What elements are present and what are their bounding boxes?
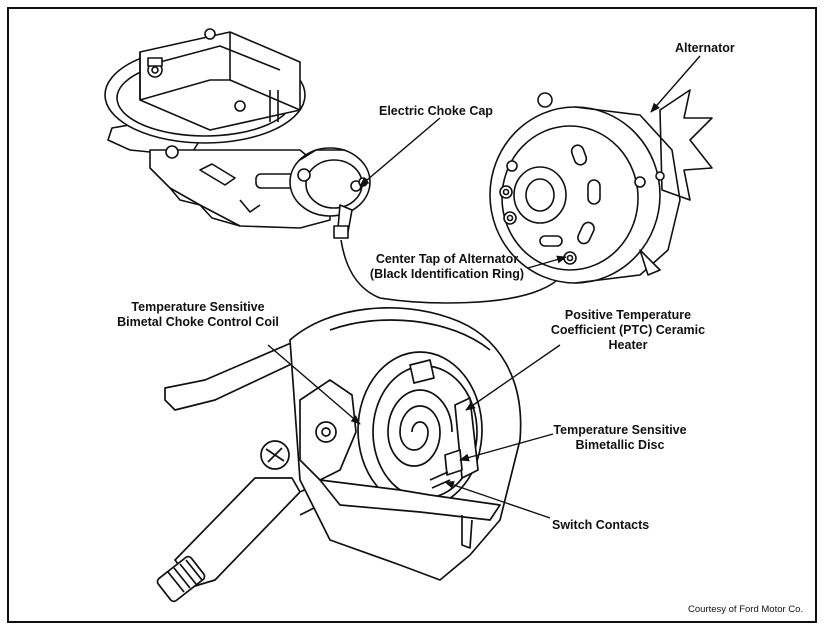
leader-switch-contacts	[444, 481, 551, 519]
label-bimetal-coil: Temperature Sensitive Bimetal Choke Cont…	[108, 300, 288, 330]
label-ptc-heater-line3: Heater	[608, 338, 648, 352]
label-center-tap-line1: Center Tap of Alternator	[375, 252, 519, 266]
label-bimetallic-disc: Temperature Sensitive Bimetallic Disc	[540, 423, 700, 453]
carburetor-illustration	[104, 28, 371, 239]
center-tap-terminal	[563, 251, 577, 265]
label-center-tap-line2: (Black Identification Ring)	[369, 267, 525, 281]
label-switch-contacts: Switch Contacts	[552, 518, 650, 532]
label-alternator: Alternator	[675, 41, 735, 55]
label-ptc-heater-line1: Positive Temperature	[564, 308, 692, 322]
diagram-frame	[7, 7, 817, 623]
label-ptc-heater: Positive Temperature Coefficient (PTC) C…	[538, 308, 718, 353]
label-electric-choke-cap: Electric Choke Cap	[379, 104, 493, 118]
choke-cutaway-illustration	[156, 306, 522, 603]
bimetal-coil	[387, 389, 453, 467]
label-center-tap: Center Tap of Alternator (Black Identifi…	[362, 252, 532, 282]
leader-bimetallic-disc	[459, 433, 554, 462]
leader-lines	[267, 55, 701, 519]
label-ptc-heater-line2: Coefficient (PTC) Ceramic	[550, 323, 706, 337]
leader-center-tap	[527, 255, 567, 269]
label-bimetallic-disc-line2: Bimetallic Disc	[575, 438, 665, 452]
label-bimetal-coil-line1: Temperature Sensitive	[131, 300, 265, 314]
leader-bimetal-coil	[267, 344, 361, 425]
bimetallic-disc	[444, 449, 463, 476]
leader-alternator	[650, 55, 701, 113]
leader-ptc-heater	[465, 344, 561, 411]
label-bimetallic-disc-line1: Temperature Sensitive	[553, 423, 687, 437]
leader-choke-cap	[359, 117, 441, 187]
label-bimetal-coil-line2: Bimetal Choke Control Coil	[117, 315, 279, 329]
credit-text: Courtesy of Ford Motor Co.	[688, 604, 804, 615]
alternator-illustration	[489, 89, 713, 284]
